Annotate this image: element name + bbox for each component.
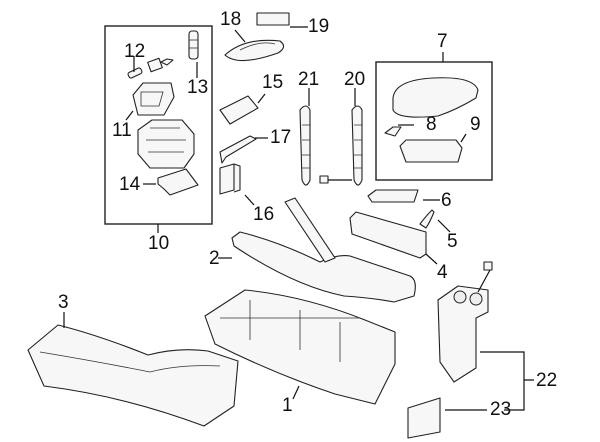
leader-9 (460, 133, 467, 143)
callout-3: 3 (58, 292, 69, 313)
callout-14: 14 (119, 174, 141, 195)
callout-11: 11 (112, 120, 132, 141)
part-17-bracket (219, 135, 257, 164)
callout-2: 2 (209, 248, 220, 269)
part-8-armrest-latch (384, 126, 402, 137)
callout-10: 10 (148, 233, 170, 254)
leader-16 (244, 194, 255, 206)
group-box-7 (375, 61, 493, 181)
part-6-tray-lid (367, 189, 419, 203)
part-14-shifter-bracket (157, 168, 199, 196)
callout-13: 13 (187, 77, 209, 98)
callout-12: 12 (124, 41, 146, 62)
part-shifter-housing (137, 119, 195, 169)
part-9-armrest-bin (399, 139, 463, 163)
part-22-rear-vent (437, 285, 489, 383)
part-21-left-side-trim (299, 105, 311, 186)
leader-18 (234, 29, 246, 43)
callout-7: 7 (437, 31, 448, 52)
callout-1: 1 (282, 395, 293, 416)
part-2-trim-arm (284, 197, 336, 263)
callout-20: 20 (344, 69, 366, 90)
part-13-bulb-socket (188, 30, 199, 60)
part-15-insert-mat (219, 95, 259, 125)
callout-18: 18 (220, 9, 242, 30)
part-18-shift-plate (224, 39, 285, 62)
part-16-side-cover (219, 163, 241, 195)
part-23-ashtray (407, 397, 441, 439)
callout-15: 15 (262, 72, 284, 93)
callout-6: 6 (441, 190, 452, 211)
leader-22-wire (477, 269, 491, 293)
part-12-shifter-lock (127, 57, 174, 79)
part-4-storage-tray (349, 211, 427, 259)
callout-21: 21 (298, 69, 320, 90)
part-20-connector (319, 175, 329, 184)
part-2-console-trim-panel (231, 231, 416, 303)
callout-23: 23 (490, 399, 512, 420)
leader-22 (480, 351, 534, 411)
part-19-switch-panel (256, 12, 290, 26)
part-20-right-side-trim (351, 105, 363, 186)
leader-5 (437, 219, 451, 233)
part-3-lower-console (27, 324, 239, 427)
leader-4 (425, 253, 438, 265)
leader-1 (292, 385, 300, 400)
part-7-armrest-lid (392, 77, 479, 118)
part-5-trim-clip (419, 209, 435, 229)
callout-9: 9 (470, 114, 481, 135)
callout-22: 22 (536, 370, 558, 391)
callout-5: 5 (447, 231, 458, 252)
callout-4: 4 (437, 262, 448, 283)
leader-11 (125, 110, 134, 121)
leader-15 (257, 93, 266, 104)
part-11-shifter-bezel (132, 82, 175, 116)
callout-17: 17 (270, 127, 292, 148)
callout-8: 8 (426, 114, 437, 135)
callout-19: 19 (308, 16, 330, 37)
callout-16: 16 (253, 204, 275, 225)
part-22-connector (483, 261, 493, 271)
